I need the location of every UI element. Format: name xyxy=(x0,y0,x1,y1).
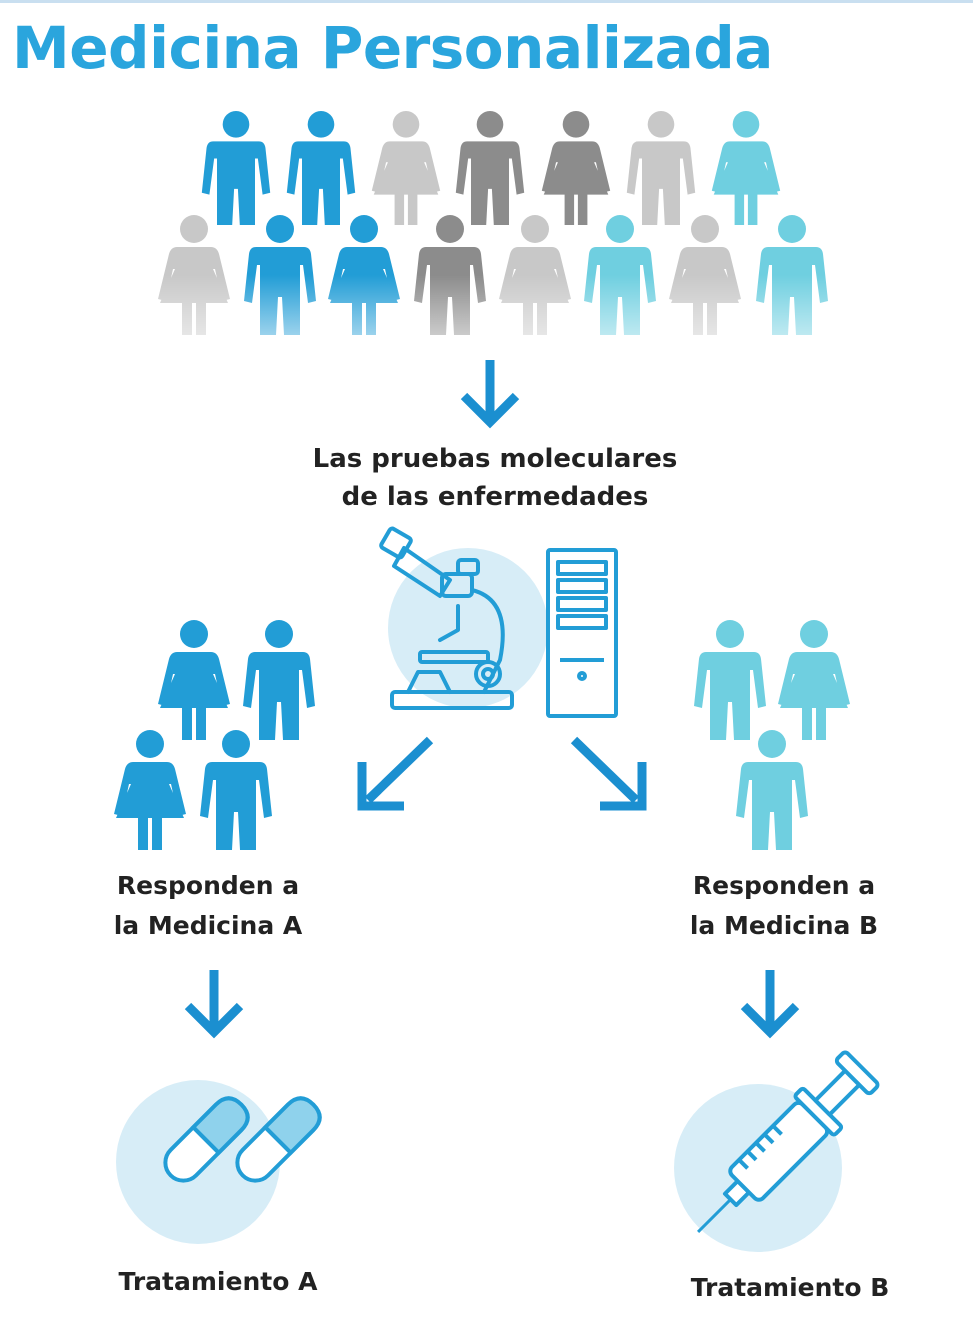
microscope-icon xyxy=(379,526,514,710)
person-icon xyxy=(114,730,186,850)
person-icon xyxy=(736,730,808,850)
arrow-down-left-icon xyxy=(357,736,434,811)
person-icon xyxy=(455,110,525,225)
treatment-a-visual xyxy=(116,1080,322,1244)
treatment-b-label: Tratamiento B xyxy=(690,1273,890,1302)
person-icon xyxy=(694,620,766,740)
syringe-icon xyxy=(697,1050,880,1233)
person-icon xyxy=(711,110,781,225)
arrow-down-right-icon xyxy=(570,736,647,811)
top-border xyxy=(0,0,973,3)
person-icon xyxy=(286,110,356,225)
person-icon xyxy=(158,620,230,740)
group-a-label: Responden a la Medicina A xyxy=(88,866,328,946)
treatment-a-label: Tratamiento A xyxy=(118,1267,318,1296)
treatment-b-visual xyxy=(674,1050,880,1252)
lab-equipment xyxy=(379,526,618,718)
person-icon xyxy=(778,620,850,740)
group-b-label: Responden a la Medicina B xyxy=(664,866,904,946)
arrow-down-icon xyxy=(744,970,796,1032)
person-icon xyxy=(541,110,611,225)
molecular-tests-line-2: de las enfermedades xyxy=(341,482,649,512)
pills-icon xyxy=(163,1096,322,1183)
person-icon xyxy=(371,110,441,225)
person-icon xyxy=(200,730,272,850)
group-a-people xyxy=(114,620,315,850)
molecular-tests-label: Las pruebas moleculares de las enfermeda… xyxy=(300,440,690,516)
reflection-fade xyxy=(150,275,840,385)
group-b-line-2: la Medicina B xyxy=(689,911,879,940)
molecular-tests-line-1: Las pruebas moleculares xyxy=(312,444,678,474)
person-icon xyxy=(201,110,271,225)
group-a-line-2: la Medicina A xyxy=(113,911,303,940)
person-icon xyxy=(626,110,696,225)
person-icon xyxy=(243,620,315,740)
arrow-down-icon xyxy=(188,970,240,1032)
group-b-people xyxy=(694,620,850,850)
group-a-line-1: Responden a xyxy=(116,871,300,900)
computer-tower-icon xyxy=(546,548,618,718)
group-b-line-1: Responden a xyxy=(692,871,876,900)
page-title: Medicina Personalizada xyxy=(12,14,773,82)
population-group xyxy=(150,110,840,385)
